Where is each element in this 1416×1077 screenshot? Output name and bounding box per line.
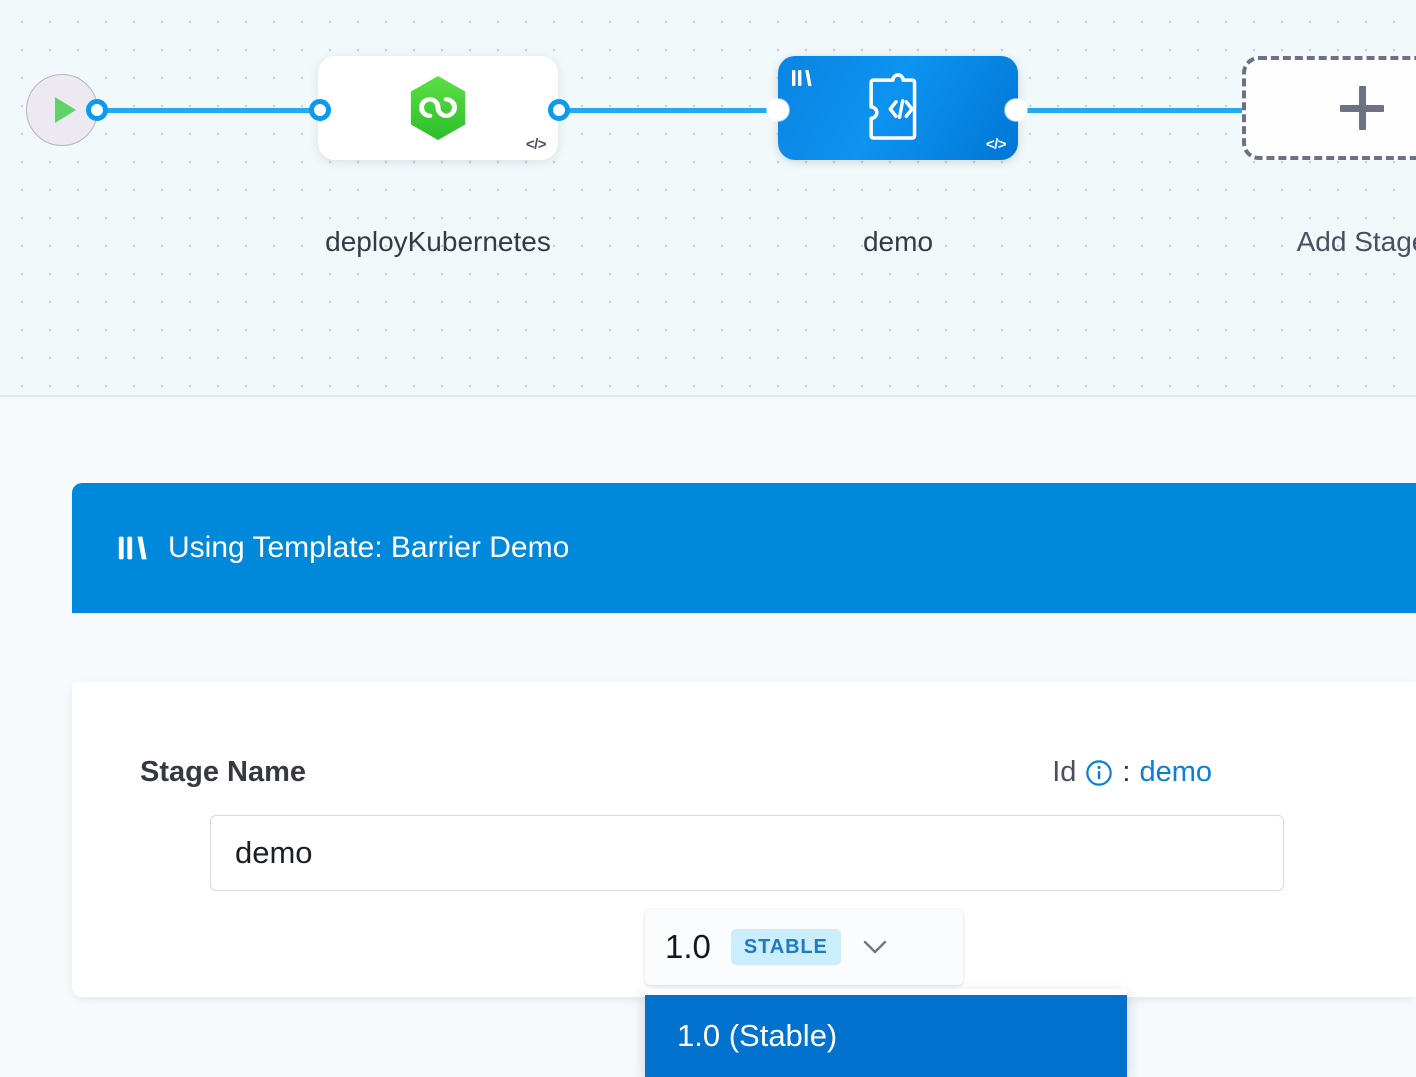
id-label: Id — [1052, 756, 1077, 788]
template-version-dropdown[interactable]: 1.0 (Stable) — [645, 989, 1127, 1077]
id-separator: : — [1122, 756, 1131, 788]
code-badge-icon: </> — [985, 136, 1007, 153]
connector-dot-start[interactable] — [86, 99, 108, 121]
stage-name-input[interactable]: demo — [210, 815, 1284, 891]
add-stage-node[interactable] — [1242, 56, 1416, 160]
template-bar: Using Template: Barrier Demo — [72, 483, 1416, 613]
play-icon — [54, 97, 76, 123]
connector-dot-k8s-input[interactable] — [309, 99, 331, 121]
connector-dot-demo-input[interactable] — [767, 99, 789, 121]
stable-badge: STABLE — [730, 929, 841, 965]
pipeline-canvas[interactable]: </> deployKubernetes </> demo Add Stage — [0, 0, 1416, 396]
canvas-divider — [0, 395, 1416, 397]
harness-cd-hexagon-icon — [410, 76, 466, 140]
stage-node-label-demo: demo — [862, 226, 934, 257]
stage-id-block: Id : demo — [1052, 756, 1212, 789]
connector-wire-demo-to-add — [1002, 108, 1252, 113]
info-circle-icon[interactable] — [1085, 759, 1113, 787]
puzzle-code-icon — [869, 73, 917, 140]
stage-details-panel: Using Template: Barrier Demo 1.0 STABLE … — [0, 397, 1416, 1077]
template-version-option[interactable]: 1.0 (Stable) — [645, 995, 1127, 1077]
plus-icon-vertical — [1358, 86, 1366, 130]
connector-wire-start-to-k8s — [92, 108, 332, 113]
stage-id-value: demo — [1139, 756, 1212, 788]
chevron-down-icon[interactable] — [863, 940, 887, 954]
connector-dot-k8s-output[interactable] — [548, 99, 570, 121]
connector-wire-k8s-to-demo — [548, 108, 793, 113]
stage-name-input-value: demo — [235, 835, 313, 870]
stage-name-label: Stage Name — [140, 756, 307, 788]
template-version-value: 1.0 — [665, 928, 711, 965]
stage-node-label-deploykubernetes: deployKubernetes — [325, 226, 551, 257]
code-badge-icon: </> — [525, 136, 547, 153]
connector-dot-demo-output[interactable] — [1005, 99, 1027, 121]
stage-node-demo[interactable]: </> — [778, 56, 1018, 160]
stage-name-row: Stage Name Id : demo — [140, 756, 1212, 789]
template-version-select[interactable]: 1.0 STABLE — [645, 909, 963, 985]
template-library-icon — [790, 66, 814, 95]
stage-node-deploykubernetes[interactable]: </> — [318, 56, 558, 160]
template-library-icon — [116, 531, 150, 565]
template-bar-text: Using Template: Barrier Demo — [168, 531, 570, 564]
add-stage-label: Add Stage — [1296, 226, 1416, 257]
